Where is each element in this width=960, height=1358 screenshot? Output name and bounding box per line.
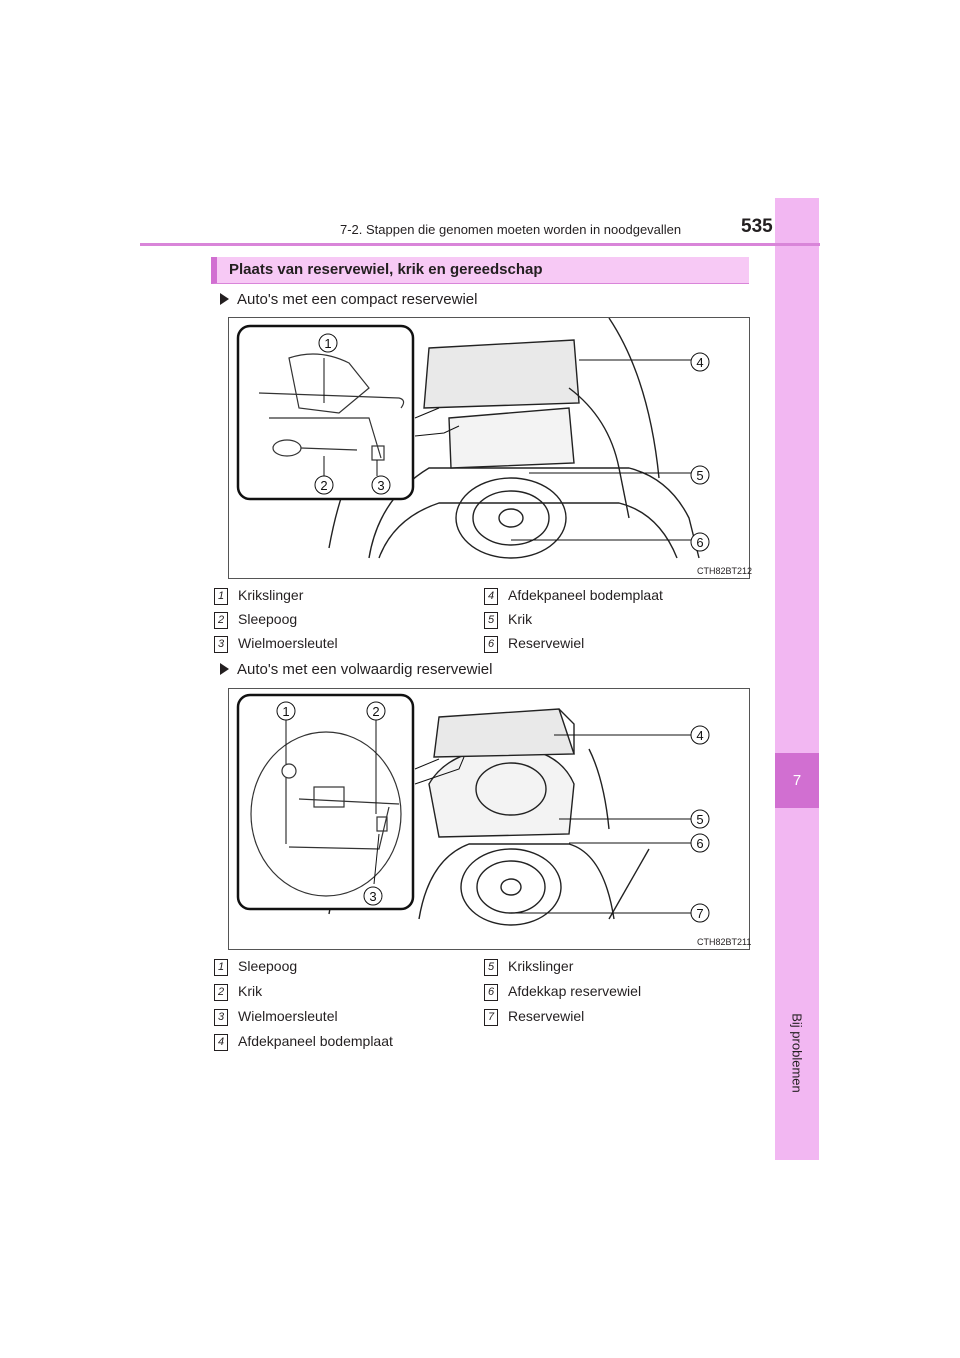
callout-5 <box>690 809 710 829</box>
page-number: 535 <box>741 216 773 237</box>
trunk-illustration-compact: 1 2 3 4 5 6 <box>236 318 710 559</box>
callout-6 <box>690 532 710 552</box>
callout-1 <box>276 701 296 721</box>
svg-text:5: 5 <box>696 468 703 483</box>
chapter-number: 7 <box>775 753 819 808</box>
callout-3 <box>363 886 383 906</box>
svg-text:4: 4 <box>696 355 703 370</box>
triangle-bullet-icon <box>220 663 229 675</box>
svg-text:7: 7 <box>696 906 703 921</box>
svg-text:2: 2 <box>372 704 379 719</box>
svg-text:1: 1 <box>324 336 331 351</box>
chapter-label: Bij problemen <box>789 1013 805 1093</box>
svg-text:6: 6 <box>696 535 703 550</box>
svg-text:6: 6 <box>696 836 703 851</box>
svg-text:1: 1 <box>282 704 289 719</box>
section-title-bar: Plaats van reservewiel, krik en gereedsc… <box>211 257 749 284</box>
callout-2 <box>366 701 386 721</box>
callout-2 <box>314 475 334 495</box>
callout-4 <box>690 725 710 745</box>
tool-detail-inset <box>236 693 415 911</box>
svg-text:2: 2 <box>320 478 327 493</box>
figure-code: CTH82BT211 <box>697 937 752 947</box>
callout-7 <box>690 903 710 923</box>
trunk-illustration-full: 1 2 3 4 5 6 7 <box>236 693 710 926</box>
bullet-compact-spare: Auto's met een compact reservewiel <box>220 291 477 308</box>
chapter-heading: 7-2. Stappen die genomen moeten worden i… <box>340 222 682 237</box>
callout-1 <box>318 333 338 353</box>
figure-code: CTH82BT212 <box>697 566 753 576</box>
callout-4 <box>690 352 710 372</box>
callout-6 <box>690 833 710 853</box>
svg-text:5: 5 <box>696 812 703 827</box>
section-title: Plaats van reservewiel, krik en gereedsc… <box>229 261 543 278</box>
figure-full-spare: 1 2 3 4 5 6 7 CTH82BT211 <box>228 688 752 950</box>
triangle-bullet-icon <box>220 293 229 305</box>
header-divider <box>140 243 820 246</box>
callout-5 <box>690 465 710 485</box>
bullet-full-spare: Auto's met een volwaardig reservewiel <box>220 661 492 678</box>
callout-3 <box>371 475 391 495</box>
svg-text:3: 3 <box>377 478 384 493</box>
chapter-side-tab: 7 Bij problemen <box>775 198 819 1160</box>
figure-compact-spare: 1 2 3 4 5 6 CTH82BT212 <box>228 317 753 579</box>
svg-text:4: 4 <box>696 728 703 743</box>
svg-text:3: 3 <box>369 889 376 904</box>
